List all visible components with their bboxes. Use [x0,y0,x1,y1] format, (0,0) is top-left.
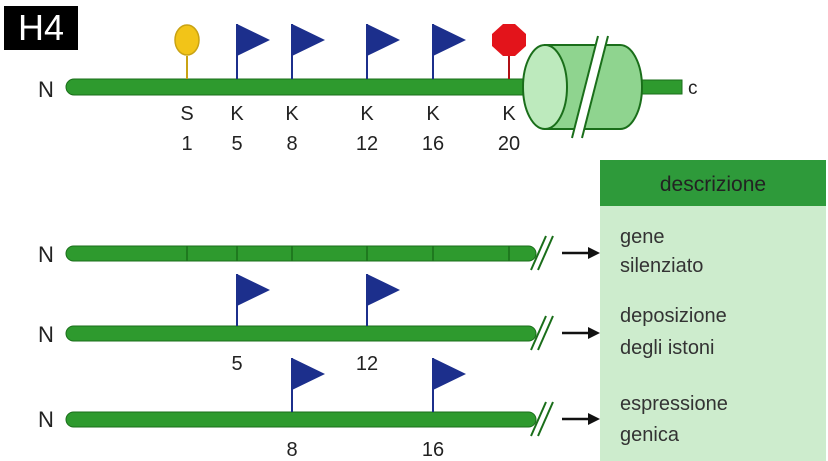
row2-histone-tail [65,325,537,342]
row3-n-terminus-label: N [38,407,54,432]
top-site-k16-position: 16 [422,133,444,155]
top-site-s1-position: 1 [181,133,192,155]
row3-flag-k8-position: 8 [286,439,297,461]
row1-segment-ticks [186,246,510,261]
row3-flag-k16 [432,358,466,412]
row2-description-line2: degli istoni [620,337,715,359]
row2-arrow [562,327,600,339]
row1-description-line1: gene [620,226,665,248]
row3-flag-k16-position: 16 [422,439,444,461]
row3-description-line1: espressione [620,393,728,415]
description-header: descrizione [660,173,766,196]
description-panel [600,160,826,461]
top-histone-tail [65,78,547,96]
top-site-k8-residue: K [285,103,299,125]
top-site-k8-flag [291,24,325,79]
row1-break-mark [530,235,554,271]
top-site-k12-flag [366,24,400,79]
row1-arrow [562,247,600,259]
nucleosome-cylinder [522,35,683,139]
top-site-k12-position: 12 [356,133,378,155]
row2-flag-k5 [236,274,270,326]
row2-break-mark [530,315,554,351]
top-site-k5-position: 5 [231,133,242,155]
row3-flag-k8 [291,358,325,412]
top-n-terminus-label: N [38,77,54,102]
top-c-terminus-label: c [688,78,698,99]
row1-histone-tail [65,245,537,262]
top-site-k12-residue: K [360,103,374,125]
top-site-k5-flag [236,24,270,79]
row1-n-terminus-label: N [38,242,54,267]
row2-flag-k12-position: 12 [356,353,378,375]
row3-break-mark [530,401,554,437]
row3-arrow [562,413,600,425]
row3-description-line2: genica [620,424,680,446]
top-site-k5-residue: K [230,103,244,125]
top-site-k20-octagon [492,24,526,79]
description-header-bg [600,160,826,206]
top-site-k20-position: 20 [498,133,520,155]
row1-description-line2: silenziato [620,255,703,277]
row2-flag-k12 [366,274,400,326]
row3-histone-tail [65,411,537,428]
top-site-k8-position: 8 [286,133,297,155]
row2-flag-k5-position: 5 [231,353,242,375]
top-site-k16-flag [432,24,466,79]
top-site-k20-residue: K [502,103,516,125]
top-site-s1-residue: S [180,103,193,125]
histone-badge: H4 [4,6,78,50]
top-site-s1-mark [174,24,200,79]
top-site-k16-residue: K [426,103,440,125]
row2-n-terminus-label: N [38,322,54,347]
row2-description-line1: deposizione [620,305,727,327]
